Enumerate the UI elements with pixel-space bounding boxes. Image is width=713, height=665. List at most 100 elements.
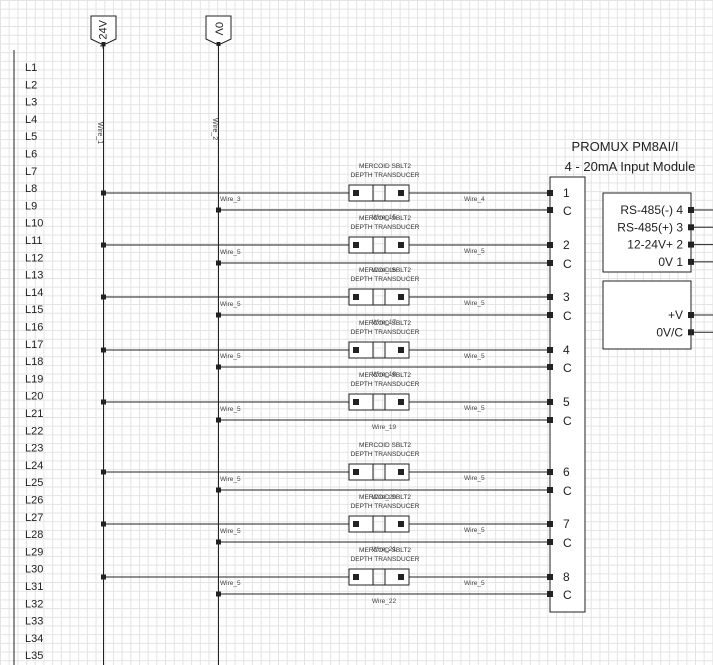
transducer-body-left[interactable]: [348, 341, 374, 359]
transducer-body-right[interactable]: [384, 568, 410, 586]
transducer-terminal[interactable]: [353, 294, 359, 300]
transducer-body-right[interactable]: [384, 236, 410, 254]
rung-label: L9: [25, 200, 37, 212]
wire-label: Wire_5: [464, 300, 485, 307]
transducer-body-right[interactable]: [384, 341, 410, 359]
comm-terminal-pin[interactable]: [688, 241, 694, 248]
wire-label: Wire_5: [464, 527, 485, 534]
wire-label: Wire_5: [220, 580, 241, 587]
transducer-body-right[interactable]: [384, 515, 410, 533]
rung-label: L26: [25, 495, 43, 507]
transducer-body-right[interactable]: [384, 393, 410, 411]
transducer-terminal[interactable]: [398, 347, 404, 353]
rung-label: L8: [25, 183, 37, 195]
rung-label: L24: [25, 460, 43, 472]
transducer-body-left[interactable]: [348, 463, 374, 481]
rung-label: L14: [25, 287, 43, 299]
wire-label: Wire_19: [372, 424, 397, 431]
transducer-terminal[interactable]: [353, 347, 359, 353]
transducer-type-label: DEPTH TRANSDUCER: [351, 381, 420, 388]
rung-label: L16: [25, 322, 43, 334]
transducer-model-label: MERCOID SBLT2: [359, 267, 411, 274]
rail-zero-tag[interactable]: [205, 15, 232, 46]
wire-label: Wire_5: [220, 528, 241, 535]
channel-common: C: [563, 588, 572, 602]
power-terminal-pin[interactable]: [688, 312, 694, 318]
power-terminal-pin[interactable]: [688, 329, 694, 336]
transducer-terminal[interactable]: [398, 521, 404, 527]
transducer-body-right[interactable]: [384, 184, 410, 202]
channel-number: 8: [563, 570, 570, 584]
comm-terminal-pin[interactable]: [688, 258, 694, 265]
channel-number: 3: [563, 290, 570, 304]
transducer-body-left[interactable]: [348, 184, 374, 202]
rung-label: L31: [25, 581, 43, 593]
transducer-body-left[interactable]: [348, 236, 374, 254]
channel-common: C: [563, 484, 572, 498]
rung-label: L25: [25, 477, 43, 489]
transducer-body-left[interactable]: [348, 568, 374, 586]
transducer-terminal[interactable]: [398, 399, 404, 405]
transducer-terminal[interactable]: [398, 190, 404, 196]
wire-label: Wire_4: [464, 196, 485, 203]
transducer-type-label: DEPTH TRANSDUCER: [351, 172, 420, 179]
channel-number: 5: [563, 395, 570, 409]
rung-label: L28: [25, 529, 43, 541]
rail-zero-0v[interactable]: 0V Wire_2: [205, 15, 232, 665]
transducer-terminal[interactable]: [353, 469, 359, 475]
rail-zero-label: 0V: [213, 22, 225, 36]
comm-terminal-pin[interactable]: [688, 224, 694, 231]
channel-common: C: [563, 414, 572, 428]
module-subtitle: 4 - 20mA Input Module: [565, 159, 696, 174]
transducer-terminal[interactable]: [353, 399, 359, 405]
input-module-box[interactable]: [549, 176, 586, 613]
wire-label: Wire_5: [464, 405, 485, 412]
transducer-model-label: MERCOID SBLT2: [359, 494, 411, 501]
power-terminal-block[interactable]: [602, 280, 692, 350]
wire-label: Wire_5: [464, 475, 485, 482]
transducer-body-left[interactable]: [348, 393, 374, 411]
channel-common: C: [563, 536, 572, 550]
junction-dot: [101, 574, 106, 580]
transducer-terminal[interactable]: [353, 190, 359, 196]
comm-terminal-label: 12-24V+ 2: [627, 238, 683, 252]
transducer-terminal[interactable]: [398, 242, 404, 248]
rung-label: L15: [25, 304, 43, 316]
transducer-body-right[interactable]: [384, 463, 410, 481]
comm-terminal-label: 0V 1: [658, 255, 683, 269]
rail-plus-tag[interactable]: [90, 15, 117, 46]
comm-terminal-pin[interactable]: [688, 207, 694, 213]
wire-label: Wire_16: [372, 267, 397, 274]
transducer-body-left[interactable]: [348, 515, 374, 533]
transducer-model-label: MERCOID SBLT2: [359, 372, 411, 379]
transducer-terminal[interactable]: [353, 242, 359, 248]
channel-common: C: [563, 257, 572, 271]
rung-label: L27: [25, 512, 43, 524]
channel-number: 7: [563, 517, 570, 531]
transducer-body-right[interactable]: [384, 288, 410, 306]
transducer-terminal[interactable]: [398, 294, 404, 300]
rung-label: L29: [25, 546, 43, 558]
wire-label: Wire_5: [464, 353, 485, 360]
power-terminal-label: 0V/C: [656, 325, 683, 339]
transducer-terminal[interactable]: [353, 521, 359, 527]
transducer-terminal[interactable]: [398, 574, 404, 580]
junction-dot: [216, 260, 221, 266]
comm-terminal-block[interactable]: [602, 192, 692, 273]
rail-plus-24v[interactable]: + 24V Wire_1: [90, 15, 117, 665]
transducer-body-left[interactable]: [348, 288, 374, 306]
rung-label: L11: [25, 235, 43, 247]
transducer-terminal[interactable]: [398, 469, 404, 475]
transducer-terminal[interactable]: [353, 574, 359, 580]
comm-terminal-label: RS-485(-) 4: [620, 203, 683, 217]
